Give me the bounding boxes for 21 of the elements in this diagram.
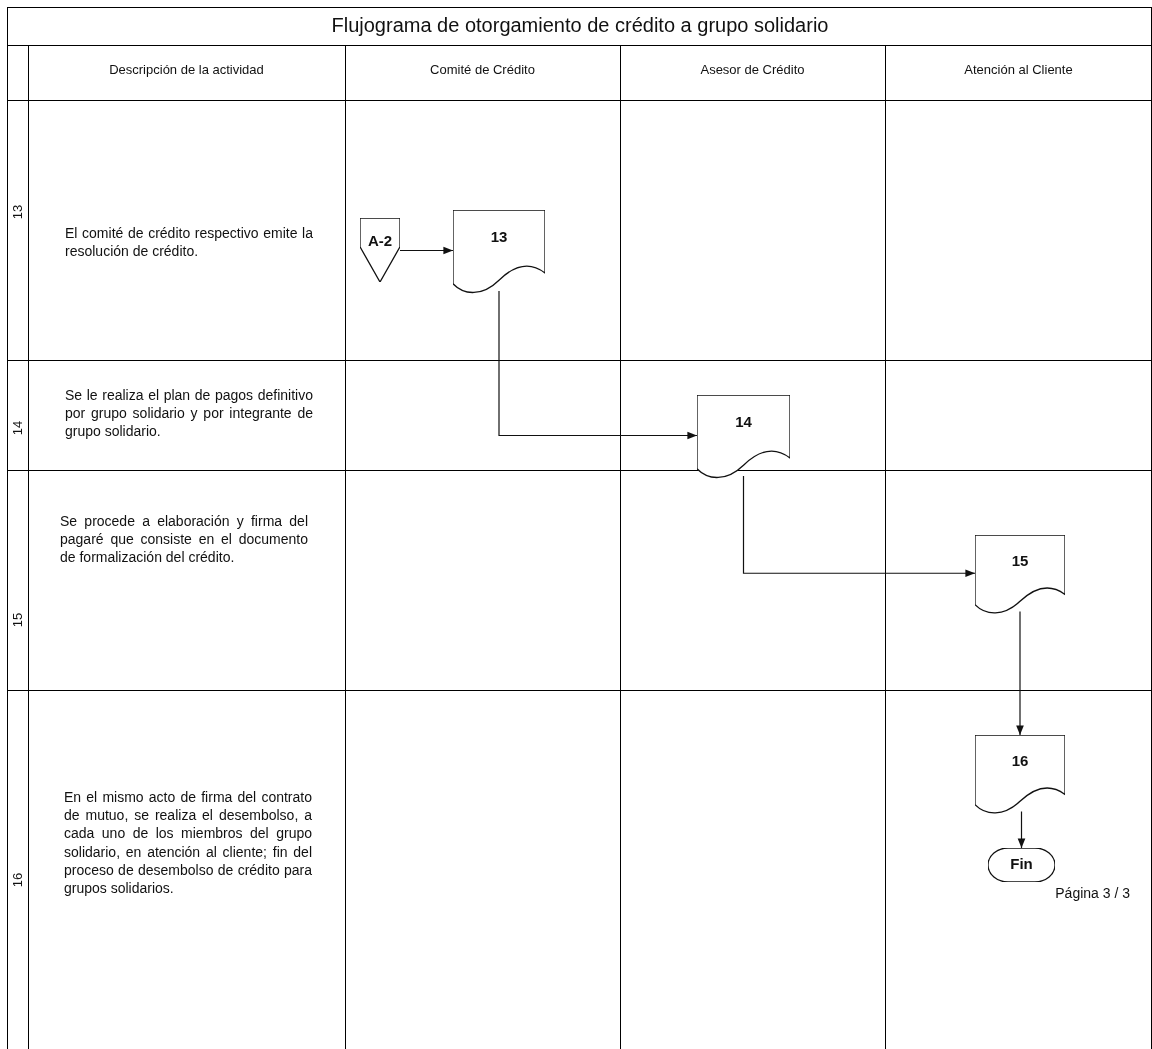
row-number: 16 (9, 871, 26, 889)
arrow (399, 246, 454, 255)
column-header: Atención al Cliente (963, 62, 1074, 79)
row-number: 13 (9, 203, 26, 221)
activity-description: En el mismo acto de firma del contrato de mutuo, se realiza el desembolso, a cada uno de los miembros del grupo solidario, en atención al cliente; fin del proceso de desembolso de crédito para grupos solidarios. (64, 788, 312, 898)
arrow (742, 475, 976, 578)
arrow (1017, 810, 1026, 849)
activity-description: Se procede a elaboración y firma del pagaré que consiste en el documento de formalización del crédito. (60, 512, 308, 567)
activity-description: El comité de crédito respectivo emite la resolución de crédito. (65, 224, 313, 261)
off-page-connector: A-2 (360, 218, 400, 282)
row-number: 14 (9, 419, 26, 437)
activity-description: Se le realiza el plan de pagos definitivo por grupo solidario y por integrante de grupo solidario. (65, 386, 313, 441)
arrow (1016, 610, 1024, 736)
column-header: Descripción de la actividad (108, 62, 265, 79)
column-header: Comité de Crédito (429, 62, 536, 79)
page-number: Página 3 / 3 (1054, 884, 1130, 903)
title: Flujograma de otorgamiento de crédito a grupo solidario (330, 14, 830, 37)
column-header: Asesor de Crédito (699, 62, 806, 79)
arrow (498, 290, 698, 440)
row-number: 15 (9, 611, 26, 629)
terminator-symbol: Fin (988, 848, 1055, 882)
